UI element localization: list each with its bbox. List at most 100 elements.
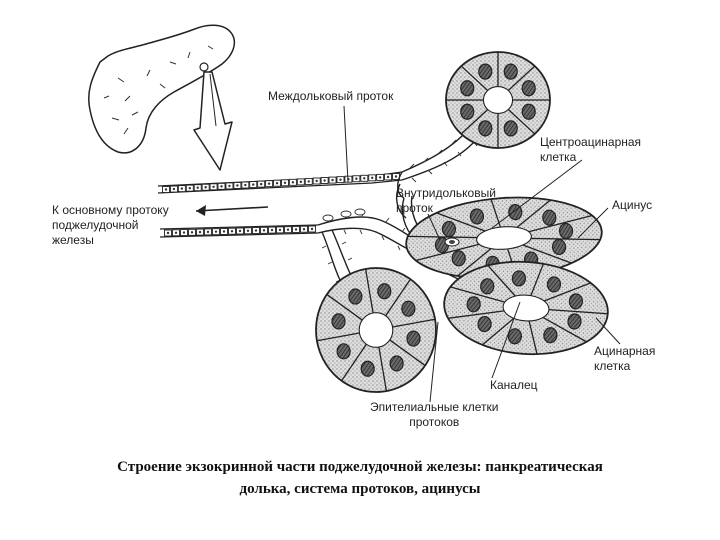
cell-boundary <box>516 199 551 228</box>
duct-cell-dot <box>174 231 178 234</box>
label-centroacinar-cell: Центроацинарная клетка <box>540 135 642 164</box>
duct-cell-dot <box>259 182 263 186</box>
label-intralobular-duct: Внутридольковый проток <box>396 186 496 215</box>
cell-boundary <box>528 320 538 355</box>
leader-lines <box>343 105 621 403</box>
duct-cell-dot <box>236 184 239 187</box>
cell-nucleus <box>331 313 346 330</box>
duct-cell-dot <box>294 228 298 231</box>
interlobular-duct <box>157 171 403 238</box>
pancreas-organ <box>88 24 236 154</box>
duct-cell-dot <box>164 188 168 191</box>
duct-cell-dot <box>180 187 184 190</box>
duct-cell-dot <box>339 178 342 181</box>
duct-cell-dot <box>278 228 282 232</box>
cell-boundary <box>481 317 515 346</box>
duct-cell-dot <box>166 231 170 235</box>
cell-nucleus <box>543 327 558 344</box>
duct-cell-dot <box>182 231 186 234</box>
duct-cell-dot <box>196 186 199 189</box>
duct-cell-dot <box>275 182 279 185</box>
label-interlobular-duct: Междольковый проток <box>268 89 394 103</box>
duct-cell-dot <box>307 180 310 183</box>
duct-cell-dot <box>252 183 255 186</box>
duct-cell-dot <box>238 229 242 233</box>
duct-cell-dot <box>283 181 287 184</box>
cell-nucleus <box>389 355 404 372</box>
duct-cell-dot <box>222 230 226 233</box>
duct-cell-dot <box>204 186 207 189</box>
duct-cell-dot <box>188 186 191 190</box>
acinus-lumen <box>502 294 550 322</box>
figure-caption: Строение экзокринной части поджелудочной… <box>40 456 680 500</box>
acinus <box>405 196 603 280</box>
duct-cell-dot <box>331 178 334 182</box>
label-to-main-duct: К основному протоку поджелудочной железы <box>52 203 169 247</box>
duct-cell-dot <box>244 183 247 187</box>
cell-nucleus <box>567 313 582 330</box>
cell-boundary <box>316 332 360 342</box>
cell-nucleus <box>469 208 485 225</box>
cell-boundary <box>385 278 411 317</box>
acini <box>315 51 609 393</box>
label-duct-epithelial-cells: Эпителиальные клетки протоков <box>370 400 499 429</box>
duct-cell-dot <box>262 229 266 232</box>
cell-boundary <box>460 65 489 91</box>
duct-cell-dot <box>206 230 210 234</box>
cell-nucleus <box>507 328 522 345</box>
duct-cell-dot <box>299 180 303 184</box>
cell-nucleus <box>406 330 421 347</box>
duct-cell-dot <box>355 177 358 180</box>
duct-cell-dot <box>267 182 271 185</box>
cell-nucleus <box>521 80 536 97</box>
duct-cell-dot <box>230 230 234 233</box>
cell-boundary <box>436 212 486 232</box>
cell-boundary <box>457 248 492 277</box>
duct-cell-dot <box>315 179 318 183</box>
cell-boundary <box>364 268 374 314</box>
cell-boundary <box>407 235 478 239</box>
label-acinus: Ацинус <box>612 198 653 212</box>
cell-nucleus <box>511 270 527 287</box>
magnify-arrow <box>193 71 233 171</box>
cell-boundary <box>389 339 426 367</box>
cell-nucleus <box>480 278 495 295</box>
duct-cell-dot <box>212 185 215 189</box>
caption-line-1: Строение экзокринной части поджелудочной… <box>117 459 603 475</box>
acinus-lumen <box>482 86 514 114</box>
cell-boundary <box>341 343 367 382</box>
cell-nucleus <box>348 288 363 305</box>
cell-nucleus <box>360 360 375 377</box>
duct-cell-dot <box>371 176 374 180</box>
duct-cell-dot <box>228 184 231 188</box>
duct-cell-dot <box>214 230 218 233</box>
duct-cell-dot <box>220 185 223 188</box>
duct-cell-dot <box>172 187 176 191</box>
duct-cell-dot <box>270 228 274 232</box>
cell-nucleus <box>503 120 518 137</box>
cell-boundary <box>378 346 388 392</box>
duct-wall-cells <box>321 115 487 301</box>
cell-boundary <box>487 264 516 297</box>
cell-boundary <box>460 109 489 135</box>
cell-boundary <box>528 214 593 233</box>
cell-nucleus <box>542 209 557 226</box>
duct-cell-dot <box>323 179 326 182</box>
duct-cell-dot <box>363 177 366 180</box>
acinus-lumen <box>476 226 532 250</box>
cell-nucleus <box>377 283 392 300</box>
cell-nucleus <box>546 276 562 293</box>
cell-boundary <box>542 316 587 343</box>
label-canaliculus: Каналец <box>490 378 538 392</box>
duct-cell-dot <box>378 176 382 179</box>
cell-boundary <box>450 286 505 303</box>
acinus <box>445 51 551 149</box>
duct-cell-dot <box>190 231 194 234</box>
cell-nucleus <box>478 63 493 80</box>
duct-cell-dot <box>246 229 250 232</box>
cell-boundary <box>392 318 436 328</box>
duct-cell-dot <box>310 227 314 231</box>
cell-nucleus <box>503 63 518 80</box>
caption-line-2: долька, система протоков, ацинусы <box>239 481 481 497</box>
